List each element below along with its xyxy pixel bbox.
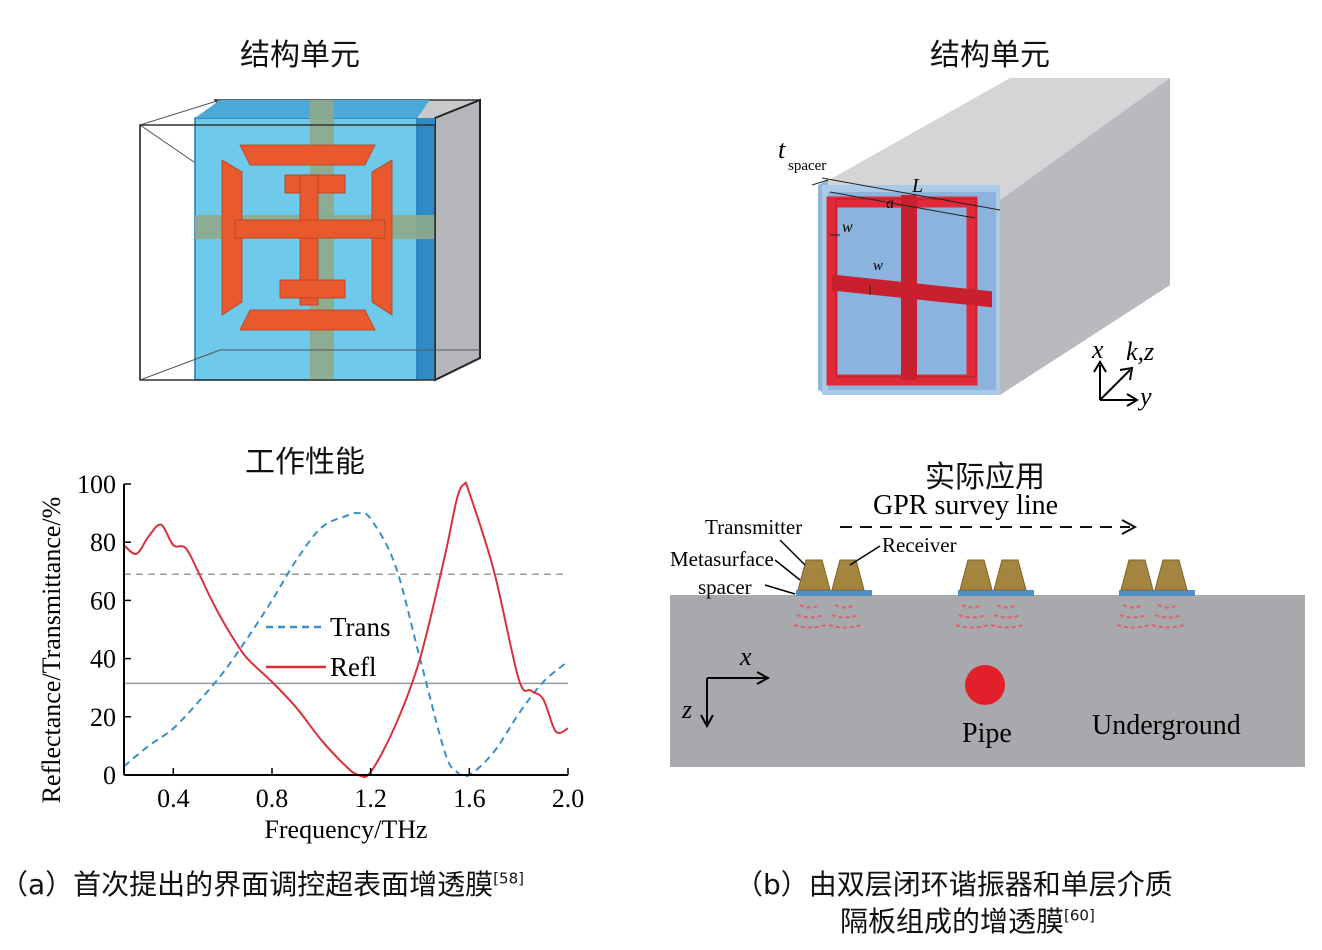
y-axis-label: y: [1137, 382, 1152, 411]
dimension-w1-label: w: [842, 219, 853, 236]
antenna-block: [959, 559, 993, 591]
x-tick-label: 1.6: [453, 784, 486, 813]
wave-arc: [831, 614, 859, 619]
x-tick-label: 0.8: [256, 784, 289, 813]
y-tick-label: 60: [90, 586, 116, 615]
ground-x-axis-label: x: [739, 642, 752, 671]
t-spacer-subscript: spacer: [788, 158, 826, 174]
metasurface-label: Metasurface: [670, 547, 774, 571]
wave-arc: [796, 614, 824, 619]
panel-b-caption-ref: [60]: [1064, 906, 1095, 925]
t-spacer-label: t: [778, 135, 786, 164]
spacer-label: spacer: [698, 575, 752, 599]
y-tick-label: 80: [90, 528, 116, 557]
wave-arc: [993, 614, 1021, 619]
wave-arc: [958, 614, 986, 619]
chart-x-axis-label: Frequency/THz: [264, 815, 427, 844]
antenna-block: [831, 559, 865, 591]
panel-a-performance-title: 工作性能: [245, 445, 365, 480]
underground-label: Underground: [1092, 710, 1241, 741]
spacer-strip: [1119, 590, 1195, 596]
panel-a-structure-title: 结构单元: [240, 38, 360, 73]
antenna-block: [1154, 559, 1188, 591]
dimension-L-label: L: [911, 175, 923, 197]
pipe-label: Pipe: [962, 718, 1012, 749]
spacer-strip: [958, 590, 1034, 596]
wave-arc: [996, 604, 1018, 609]
x-tick-label: 0.4: [157, 784, 190, 813]
antenna-block: [797, 559, 831, 591]
gpr-application-scene: GPR survey line Transmitter Metasurface …: [670, 490, 1305, 767]
dimension-a-label: a: [886, 195, 894, 212]
y-tick-label: 100: [77, 470, 116, 499]
antenna-block: [1120, 559, 1154, 591]
wave-arc: [961, 604, 983, 609]
panel-a-caption-ref: [58]: [493, 869, 524, 888]
wave-arc: [793, 624, 827, 629]
dimension-w2-label: w: [873, 258, 883, 274]
ground-z-axis-label: z: [681, 695, 692, 724]
antenna-block: [993, 559, 1027, 591]
wave-arc: [1119, 614, 1147, 619]
panel-a-caption-text: （a）首次提出的界面调控超表面增透膜: [0, 868, 494, 901]
panel-b-application-title: 实际应用: [925, 460, 1045, 495]
receiver-label: Receiver: [882, 533, 957, 557]
wave-arc: [1116, 624, 1150, 629]
x-tick-label: 2.0: [552, 784, 585, 813]
panel-b-caption-line1: （b）由双层闭环谐振器和单层介质: [735, 868, 1173, 901]
panel-a-caption: （a）首次提出的界面调控超表面增透膜[58]: [0, 863, 524, 903]
series-line-trans: [123, 511, 569, 778]
wave-arc: [1157, 604, 1179, 609]
legend-label: Trans: [330, 612, 391, 642]
y-tick-label: 40: [90, 645, 116, 674]
k-z-axis-label: k,z: [1126, 337, 1154, 366]
wave-arc: [1154, 614, 1182, 619]
wave-arc: [1122, 604, 1144, 609]
wave-arc: [799, 604, 821, 609]
y-tick-label: 0: [103, 761, 116, 790]
panel-b-caption-line2-text: 隔板组成的增透膜: [840, 905, 1065, 938]
wave-arc: [828, 624, 862, 629]
legend-label: Refl: [330, 652, 377, 682]
spacer-strip: [796, 590, 872, 596]
wave-arc: [834, 604, 856, 609]
unit-cell-b-illustration: t spacer L a w w x k,z y: [778, 78, 1170, 411]
x-tick-label: 1.2: [354, 784, 387, 813]
chart-y-axis-label: Reflectance/Transmittance/%: [37, 497, 66, 804]
transmitter-label: Transmitter: [705, 515, 802, 539]
x-axis-label: x: [1091, 335, 1104, 364]
panel-b-structure-title: 结构单元: [930, 38, 1050, 73]
wave-arc: [1151, 624, 1185, 629]
series-line-refl: [123, 481, 569, 778]
unit-cell-a-illustration: [138, 98, 481, 382]
panel-b-caption-line2: 隔板组成的增透膜[60]: [840, 900, 1095, 940]
gpr-survey-line-label: GPR survey line: [873, 490, 1058, 521]
wave-arc: [955, 624, 989, 629]
wave-arc: [990, 624, 1024, 629]
y-tick-label: 20: [90, 703, 116, 732]
